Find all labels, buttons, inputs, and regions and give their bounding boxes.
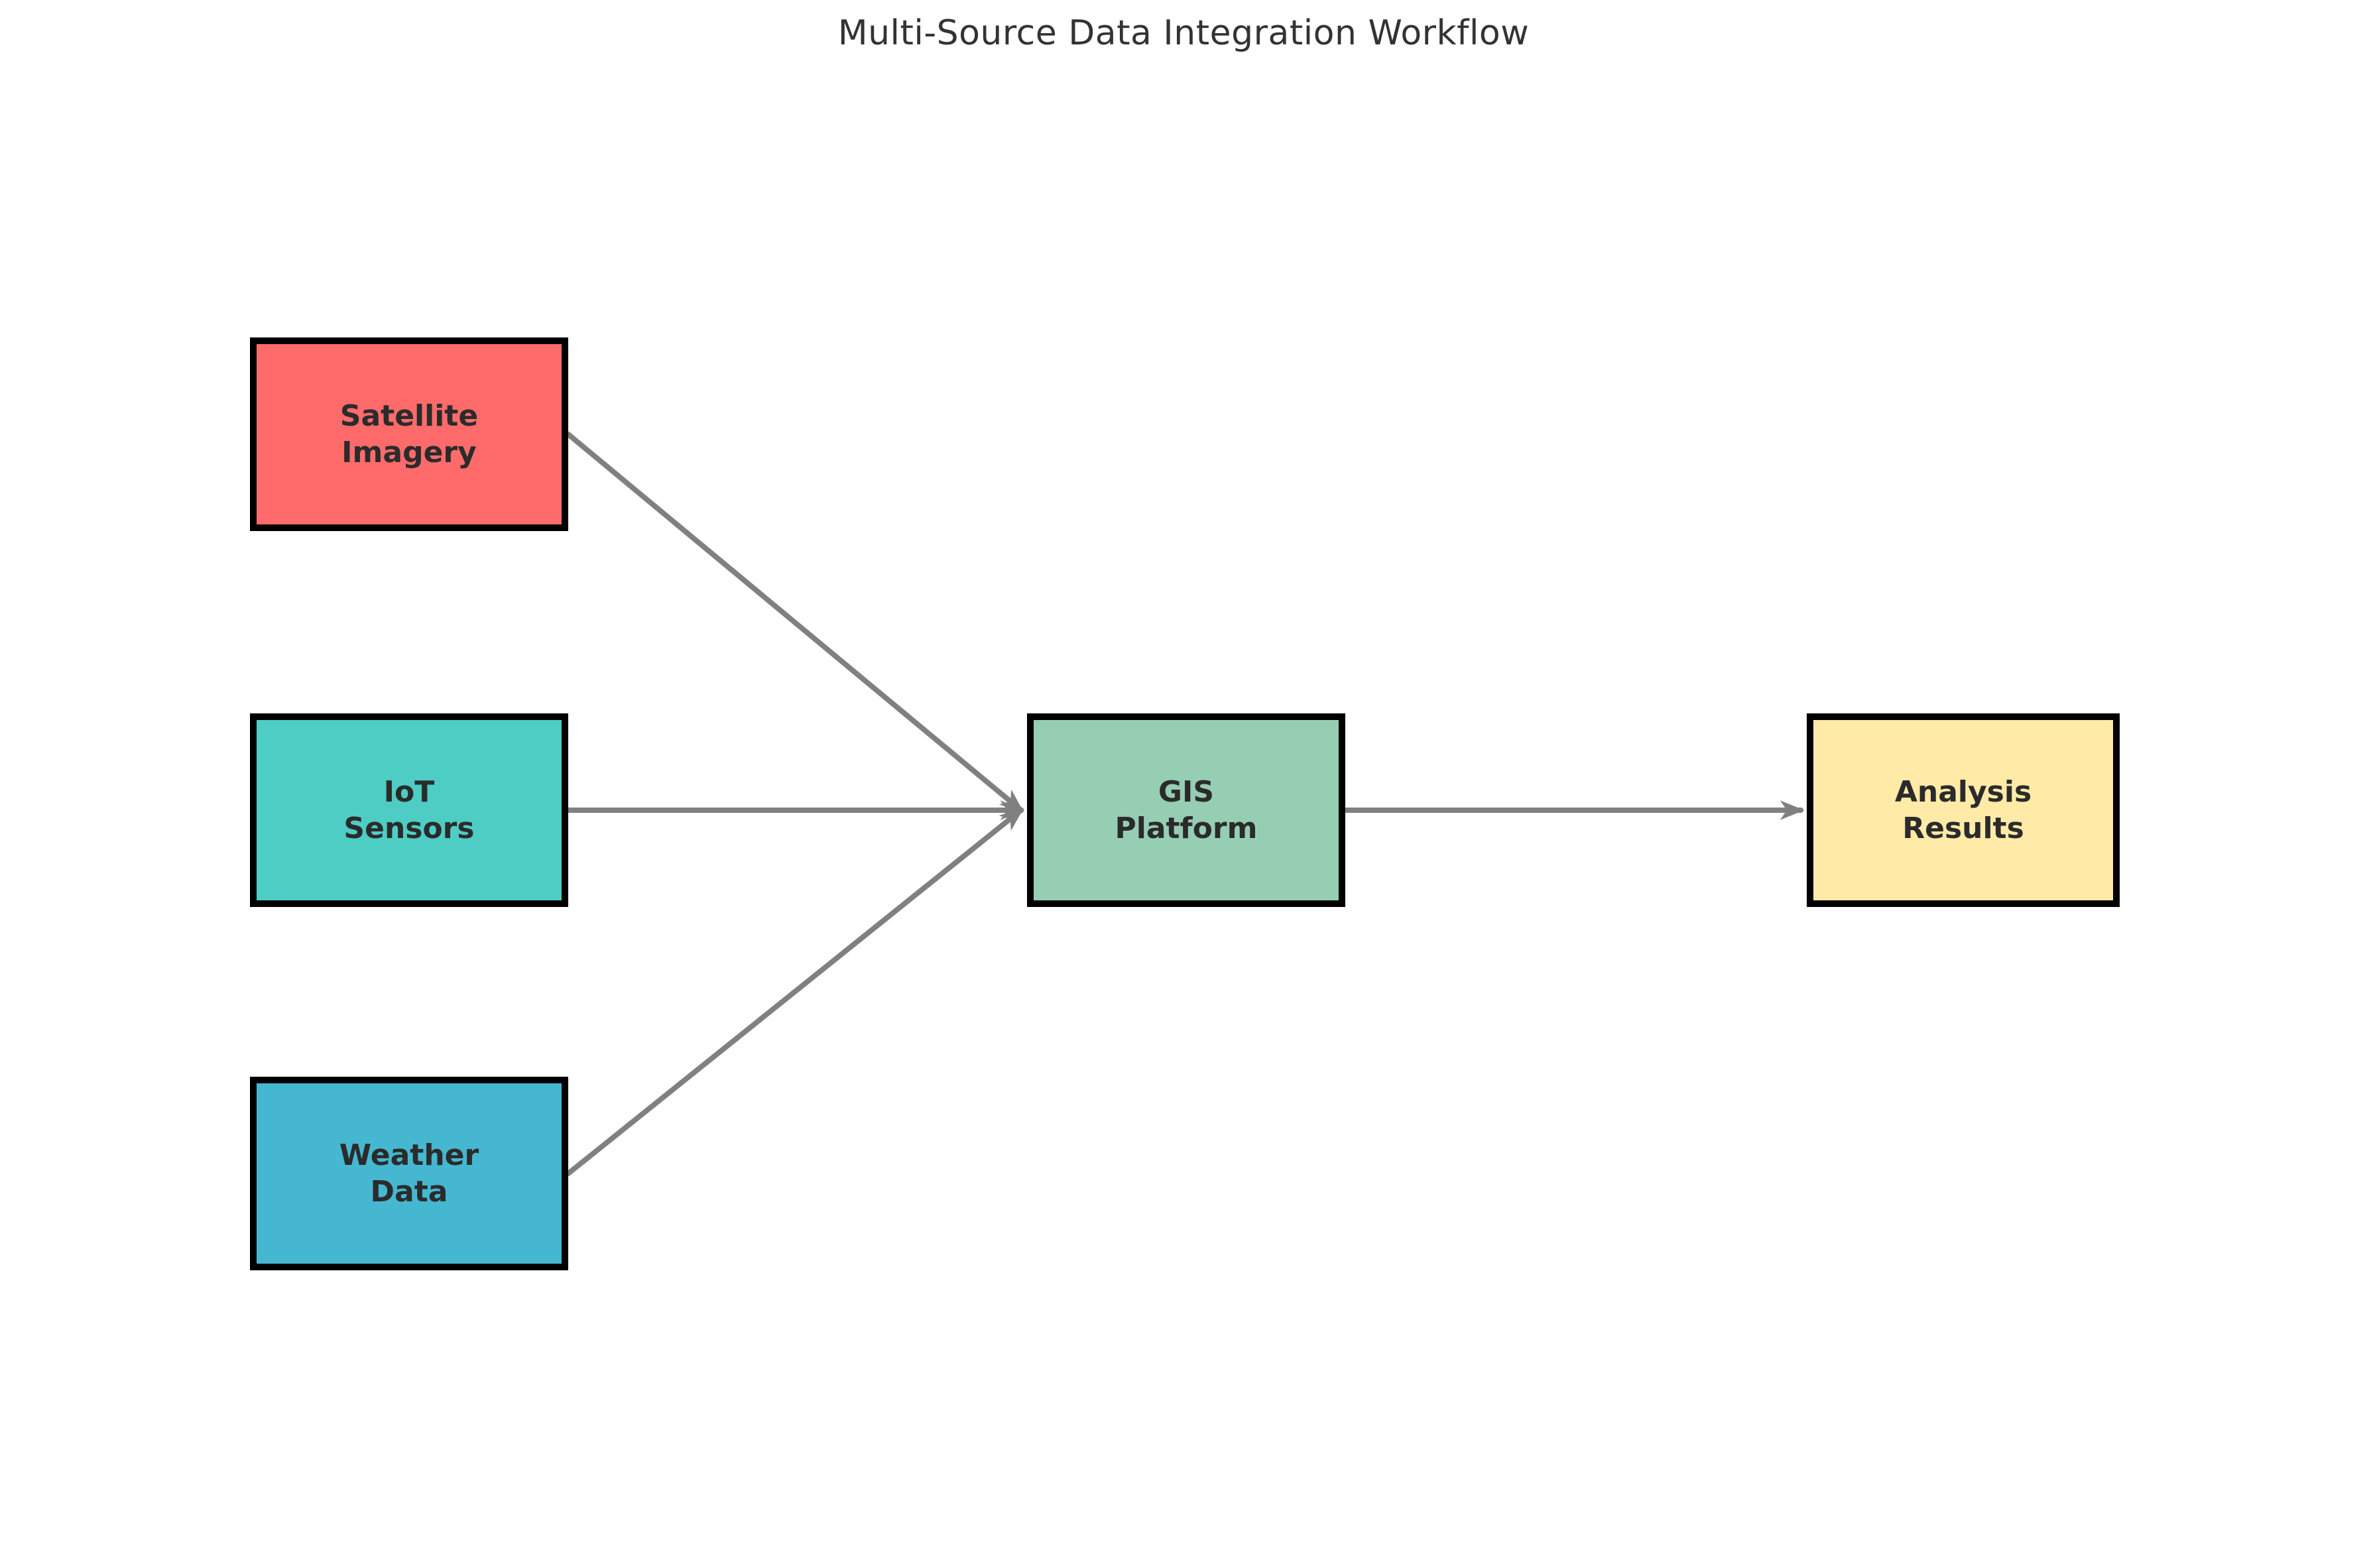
node-analysis-results: Analysis Results xyxy=(1807,713,2120,907)
node-label: Weather Data xyxy=(339,1138,479,1209)
node-satellite-imagery: Satellite Imagery xyxy=(250,337,568,531)
diagram-title: Multi-Source Data Integration Workflow xyxy=(837,13,1530,53)
node-label: IoT Sensors xyxy=(343,775,475,845)
node-label: Satellite Imagery xyxy=(339,399,479,469)
edge-weather-to-gis xyxy=(566,808,1024,1176)
node-gis-platform: GIS Platform xyxy=(1027,713,1345,907)
node-weather-data: Weather Data xyxy=(250,1077,568,1270)
edge-satellite-to-gis xyxy=(566,432,1024,813)
node-iot-sensors: IoT Sensors xyxy=(250,713,568,907)
node-label: GIS Platform xyxy=(1115,775,1258,845)
node-label: Analysis Results xyxy=(1894,775,2032,845)
